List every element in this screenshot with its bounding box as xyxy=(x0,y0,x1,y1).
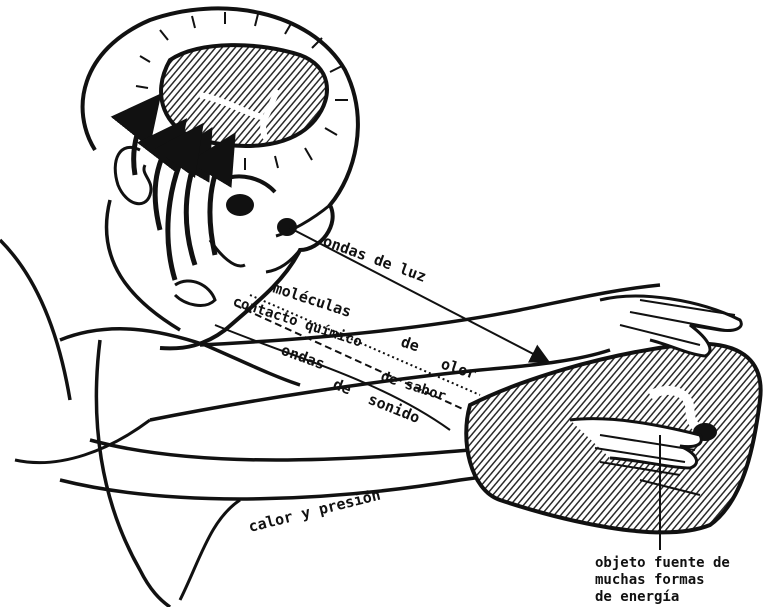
face-profile xyxy=(266,205,330,272)
label-object-line1: objeto fuente de xyxy=(595,555,730,571)
label-waves: ondas xyxy=(279,341,328,373)
label-light-waves: ondas de luz xyxy=(321,232,429,286)
eye xyxy=(226,194,254,216)
label-of: de xyxy=(399,333,422,356)
eyebrow xyxy=(222,176,275,192)
neck-outline xyxy=(60,200,300,385)
label-heat-pressure: calor y presión xyxy=(247,486,383,536)
mouth xyxy=(175,281,215,305)
brain xyxy=(161,45,327,146)
label-of2: de xyxy=(331,375,354,398)
label-object-line3: de energía xyxy=(595,589,679,605)
label-object-line2: muchas formas xyxy=(595,572,705,588)
eye-2 xyxy=(277,218,297,236)
